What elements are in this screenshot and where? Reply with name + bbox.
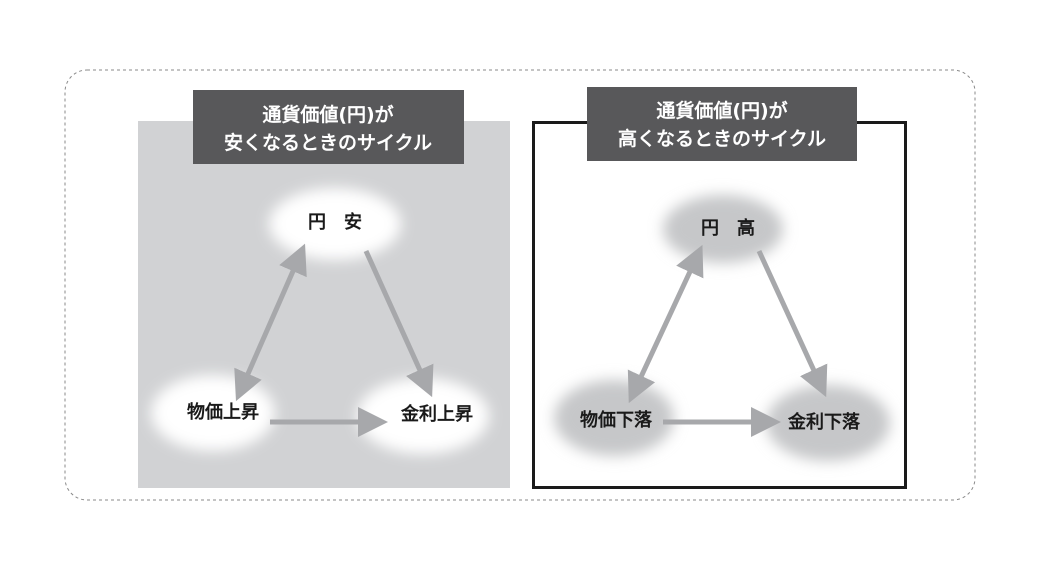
left-title-line2: 安くなるときのサイクル xyxy=(224,131,432,154)
right-panel-strong-yen: 通貨価値(円)が 高くなるときのサイクル 円 高 物価下落 金利下落 xyxy=(532,87,907,489)
left-title-line1: 通貨価値(円)が xyxy=(262,103,393,126)
node-rate-rise-bg xyxy=(357,378,489,454)
left-panel-weak-yen: 通貨価値(円)が 安くなるときのサイクル 円 安 物価上昇 金利上昇 xyxy=(138,90,510,488)
node-rate-fall: 金利下落 xyxy=(787,411,861,433)
node-yen-weak: 円 安 xyxy=(308,211,362,233)
node-price-fall: 物価下落 xyxy=(580,409,653,431)
arrow-yen-price-bidirectional xyxy=(627,244,704,404)
right-title-box xyxy=(587,87,857,161)
arrow-yen-to-rate xyxy=(363,249,434,398)
arrow-yen-to-rate xyxy=(756,249,828,398)
right-title-line2: 高くなるときのサイクル xyxy=(618,127,826,150)
right-title-line1: 通貨価値(円)が xyxy=(656,99,787,122)
left-title-box xyxy=(193,90,464,164)
node-yen-weak-bg xyxy=(269,188,401,260)
node-rate-fall-bg xyxy=(766,385,890,461)
node-yen-strong: 円 高 xyxy=(701,217,755,239)
node-rate-rise: 金利上昇 xyxy=(400,403,473,425)
node-price-rise: 物価上昇 xyxy=(187,401,259,423)
outer-dashed-frame xyxy=(64,69,976,501)
arrow-yen-price-bidirectional xyxy=(234,243,307,402)
